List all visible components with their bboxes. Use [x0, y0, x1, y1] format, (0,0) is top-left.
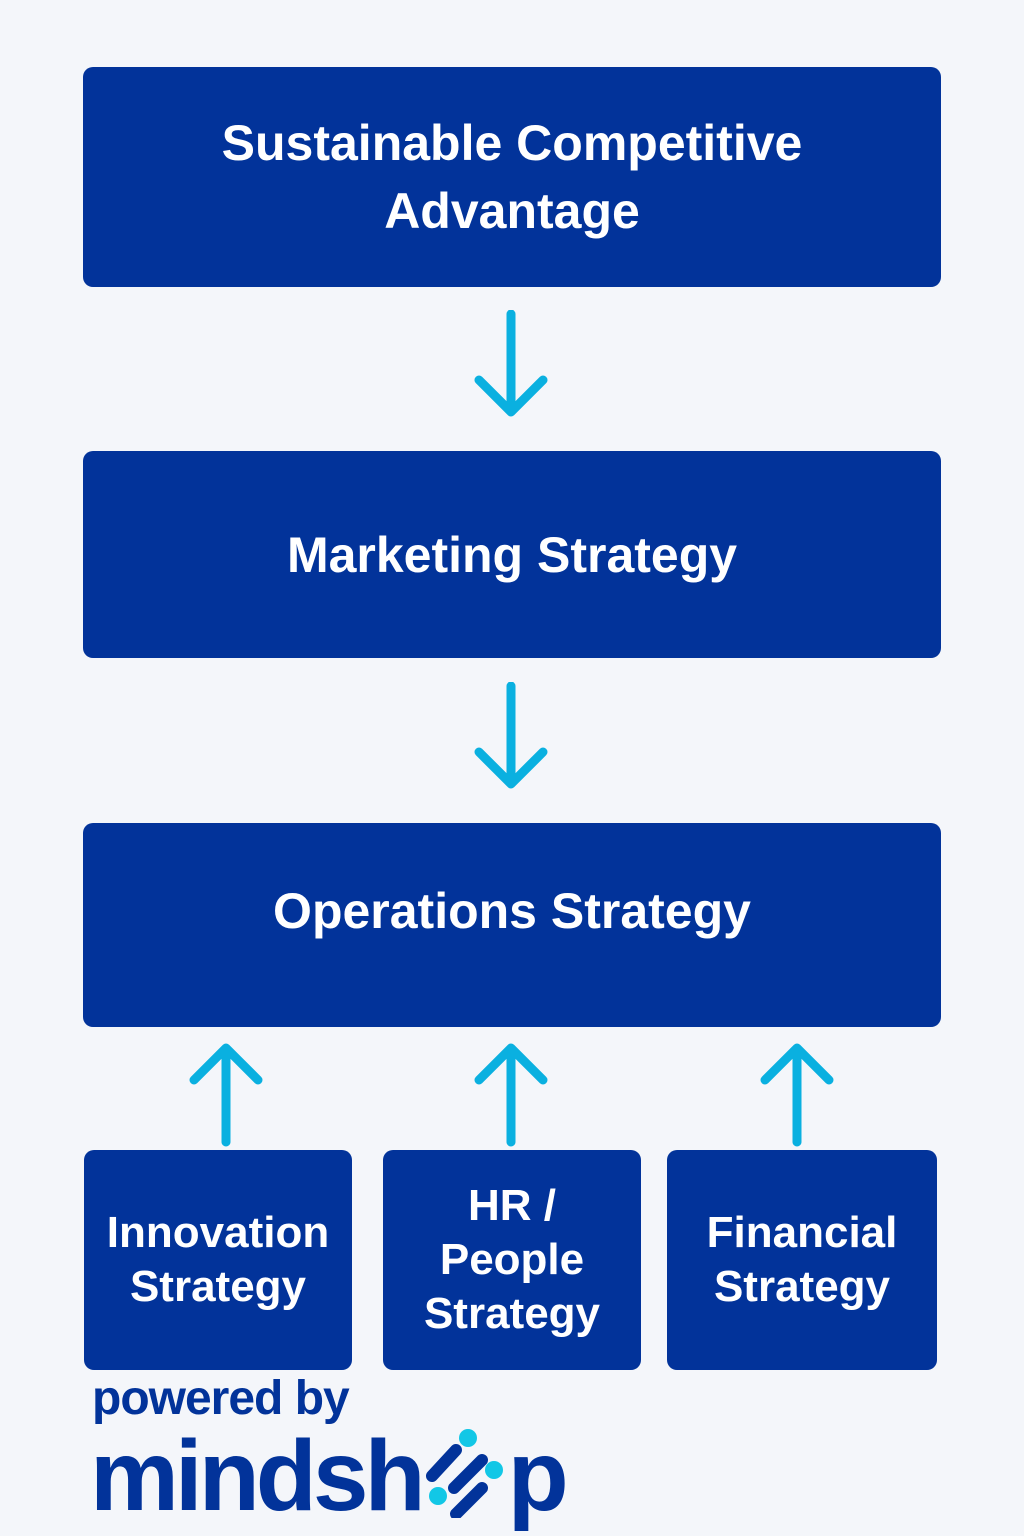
arrow-up-icon — [760, 1043, 834, 1147]
logo-mark-icon — [425, 1429, 503, 1518]
node-label: Financial Strategy — [706, 1208, 898, 1311]
node-innovation-strategy: Innovation Strategy — [84, 1150, 352, 1370]
arrow-up-icon — [189, 1043, 263, 1147]
node-sustainable-competitive-advantage: Sustainable Competitive Advantage — [83, 67, 941, 287]
node-label: Innovation Strategy — [106, 1208, 330, 1311]
node-financial-strategy: Financial Strategy — [667, 1150, 937, 1370]
node-hr-people-strategy: HR / People Strategy — [383, 1150, 641, 1370]
logo-text-right: p — [507, 1420, 569, 1532]
node-label: Operations Strategy — [273, 883, 751, 939]
node-label: HR / People Strategy — [423, 1181, 601, 1338]
powered-by-text: powered by — [92, 1372, 350, 1425]
mindshop-logo: mindsh p — [90, 1420, 569, 1532]
arrow-up-icon — [474, 1043, 548, 1147]
node-label: Sustainable Competitive Advantage — [221, 115, 803, 239]
node-operations-strategy: Operations Strategy — [83, 823, 941, 1027]
node-label: Marketing Strategy — [286, 526, 738, 583]
logo-text-left: mindsh — [90, 1420, 426, 1532]
arrow-down-icon — [474, 682, 548, 789]
node-marketing-strategy: Marketing Strategy — [83, 451, 941, 658]
arrow-down-icon — [474, 310, 548, 417]
